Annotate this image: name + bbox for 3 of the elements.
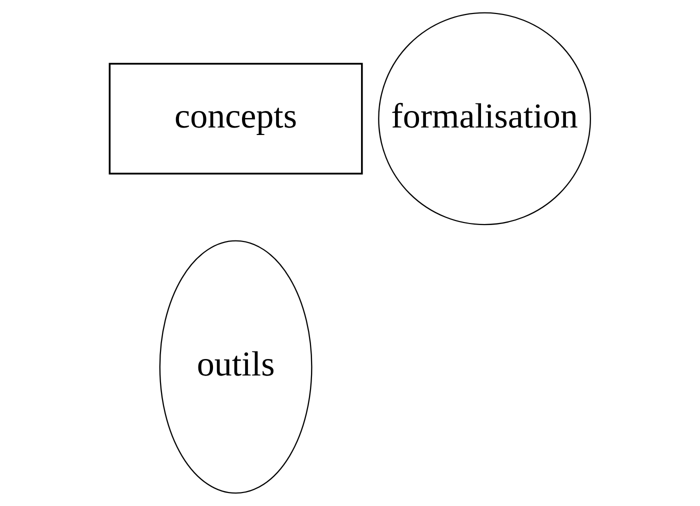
node-circle: formalisation bbox=[378, 12, 591, 226]
node-ellipse: outils bbox=[159, 240, 312, 494]
node-box: concepts bbox=[108, 62, 363, 174]
